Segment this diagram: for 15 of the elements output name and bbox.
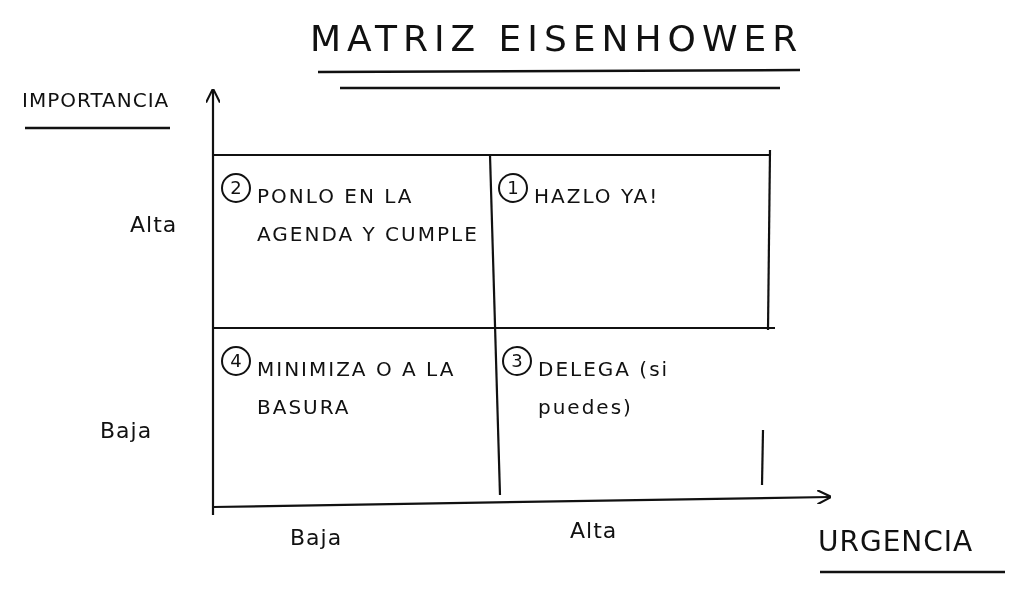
title: MATRIZ EISENHOWER [310,18,804,59]
circled-number: 3 [502,346,532,376]
circled-number: 4 [221,346,251,376]
quadrant-text: PONLO EN LA AGENDA Y CUMPLE [257,183,480,248]
tick-label: Alta [130,212,178,237]
tick-label: Baja [100,418,153,443]
tick-label: Alta [570,518,618,543]
axis-label: IMPORTANCIA [22,88,170,112]
quadrant-text: MINIMIZA O A LA BASURA [257,356,457,421]
circled-number: 2 [221,173,251,203]
axis-label: URGENCIA [818,525,974,558]
tick-label: Baja [290,525,343,550]
quadrant-text: DELEGA (si puedes) [538,356,671,421]
circled-number: 1 [498,173,528,203]
quadrant-text: HAZLO YA! [534,183,661,210]
